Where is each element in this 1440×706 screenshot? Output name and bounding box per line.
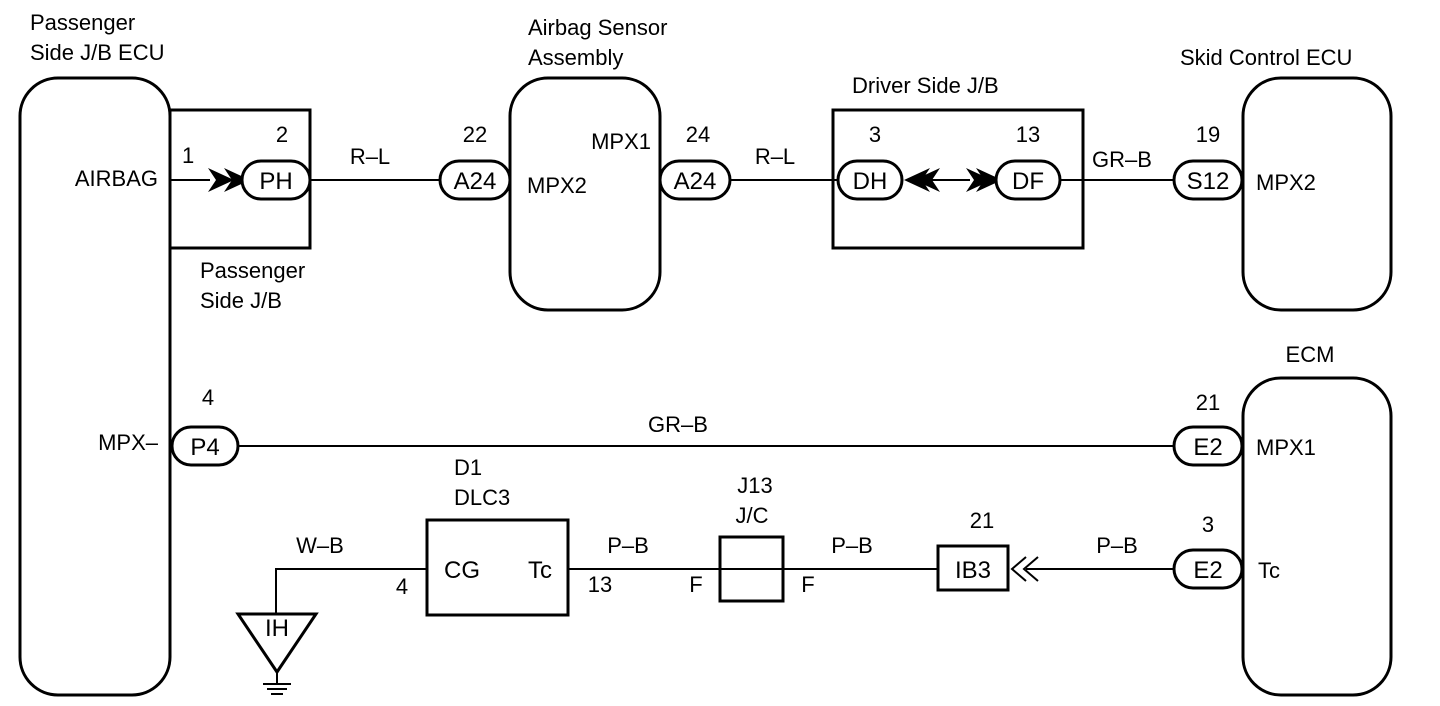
terminal-mpx1-ecm: MPX1: [1256, 435, 1316, 460]
pin-a24-out: 24: [686, 122, 710, 147]
dlc3-box: [425, 518, 570, 617]
pin-dlc3-tc: 13: [588, 572, 612, 597]
terminal-cg: CG: [444, 557, 480, 584]
pin-ib3: 21: [970, 508, 994, 533]
skid-control-ecu: Skid Control ECU MPX2: [1180, 45, 1393, 312]
connector-s12-label: S12: [1187, 168, 1230, 195]
connector-e2-mpx-oval: [1172, 425, 1244, 467]
connector-e2-tc-label: E2: [1193, 557, 1222, 584]
junction-connector: J13 J/C F F: [689, 473, 815, 603]
airbag-sensor-label-1: Airbag Sensor: [528, 15, 667, 40]
connector-e2-mpx-label: E2: [1193, 434, 1222, 461]
passenger-side-jb: Passenger Side J/B: [168, 108, 312, 313]
wire-label-jc-ib3: P–B: [831, 533, 873, 558]
connector-p4: P4 4: [170, 385, 240, 467]
connector-ib3: 21 IB3: [936, 508, 1010, 592]
ground-ih: W–B IH: [235, 533, 427, 695]
jc-label-1: J13: [737, 473, 772, 498]
terminal-mpx2-airbag: MPX2: [527, 173, 587, 198]
wire-ground-dlc3: [275, 568, 427, 614]
jc-box: [718, 535, 785, 603]
connector-dh-oval: [836, 159, 904, 201]
pin-ph: 2: [276, 122, 288, 147]
terminal-arrow-icon: [966, 168, 992, 192]
connector-a24-out: A24 24: [658, 122, 732, 201]
ecm-box: [1241, 376, 1393, 697]
terminal-arrow-icon: [224, 168, 250, 192]
passenger-jb-ecu-label-1: Passenger: [30, 10, 135, 35]
wire-label-p4-e2: GR–B: [648, 412, 708, 437]
connector-e2-tc: E2 3: [1172, 512, 1244, 590]
skid-control-ecu-box: [1241, 76, 1393, 312]
connector-dh: DH 3: [836, 122, 904, 201]
jc-pin-left: F: [689, 572, 702, 597]
terminal-tc-dlc3: Tc: [528, 557, 552, 584]
jc-label-2: J/C: [736, 503, 769, 528]
connector-ph: PH 2: [240, 122, 312, 201]
connector-e2-mpx: E2 21: [1172, 390, 1244, 467]
connector-ib3-label: IB3: [955, 557, 991, 584]
wire-label-dlc3-jc: P–B: [607, 533, 649, 558]
pin-s12: 19: [1196, 122, 1220, 147]
ecm: ECM MPX1 Tc: [1241, 342, 1393, 697]
pin-p4: 4: [202, 385, 214, 410]
chevron-left-icon: [1022, 556, 1039, 582]
passenger-jb-ecu: Passenger Side J/B ECU AIRBAG MPX–: [18, 10, 172, 697]
terminal-airbag: AIRBAG: [75, 166, 158, 191]
terminal-mpx2-skid: MPX2: [1256, 170, 1316, 195]
ground-label: IH: [265, 615, 289, 642]
connector-df-label: DF: [1012, 168, 1044, 195]
terminal-tc-ecm: Tc: [1258, 558, 1280, 583]
ground-triangle: [235, 612, 319, 675]
wire-label-ph-a24: R–L: [350, 144, 390, 169]
airbag-sensor-assembly: Airbag Sensor Assembly MPX1 MPX2: [508, 15, 667, 312]
wire-label-ib3-e2: P–B: [1096, 533, 1138, 558]
connector-df: DF 13: [994, 122, 1062, 201]
pin-ph-airbag: 1: [182, 143, 194, 168]
skid-control-ecu-label: Skid Control ECU: [1180, 45, 1352, 70]
terminal-arrow-icon: [208, 168, 234, 192]
connector-e2-tc-oval: [1172, 548, 1244, 590]
connector-dh-label: DH: [853, 168, 888, 195]
passenger-jb-ecu-box: [18, 76, 172, 697]
passenger-side-jb-label-1: Passenger: [200, 258, 305, 283]
chevron-left-icon: [1010, 556, 1027, 582]
connector-ph-label: PH: [259, 168, 292, 195]
connector-a24-in-label: A24: [454, 168, 497, 195]
driver-side-jb-label: Driver Side J/B: [852, 73, 999, 98]
passenger-side-jb-label-2: Side J/B: [200, 288, 282, 313]
connector-s12: S12 19: [1172, 122, 1244, 201]
connector-a24-out-label: A24: [674, 168, 717, 195]
airbag-sensor-box: [508, 76, 662, 312]
terminal-mpx-minus: MPX–: [98, 430, 159, 455]
pin-e2-tc: 3: [1202, 512, 1214, 537]
terminal-arrow-icon: [976, 168, 1002, 192]
wire-label-df-s12: GR–B: [1092, 147, 1152, 172]
pin-dh: 3: [869, 122, 881, 147]
wire-label-ground-dlc3: W–B: [296, 533, 344, 558]
pin-e2-mpx: 21: [1196, 390, 1220, 415]
dlc3: D1 DLC3 CG Tc 4 13: [396, 455, 612, 617]
dlc3-label-2: DLC3: [454, 485, 510, 510]
dlc3-label-1: D1: [454, 455, 482, 480]
connector-a24-in: A24 22: [438, 122, 512, 201]
wire-label-a24-dh: R–L: [755, 144, 795, 169]
connector-ib3-box: [936, 544, 1010, 592]
jc-pin-right: F: [801, 572, 814, 597]
pin-a24-in: 22: [463, 122, 487, 147]
pin-df: 13: [1016, 122, 1040, 147]
pin-dlc3-cg: 4: [396, 574, 408, 599]
terminal-mpx1-airbag: MPX1: [591, 129, 651, 154]
airbag-sensor-label-2: Assembly: [528, 45, 623, 70]
connector-s12-oval: [1172, 159, 1244, 201]
terminal-arrow-icon: [914, 168, 940, 192]
ecm-label: ECM: [1286, 342, 1335, 367]
passenger-jb-ecu-label-2: Side J/B ECU: [30, 40, 165, 65]
connector-p4-label: P4: [190, 434, 219, 461]
